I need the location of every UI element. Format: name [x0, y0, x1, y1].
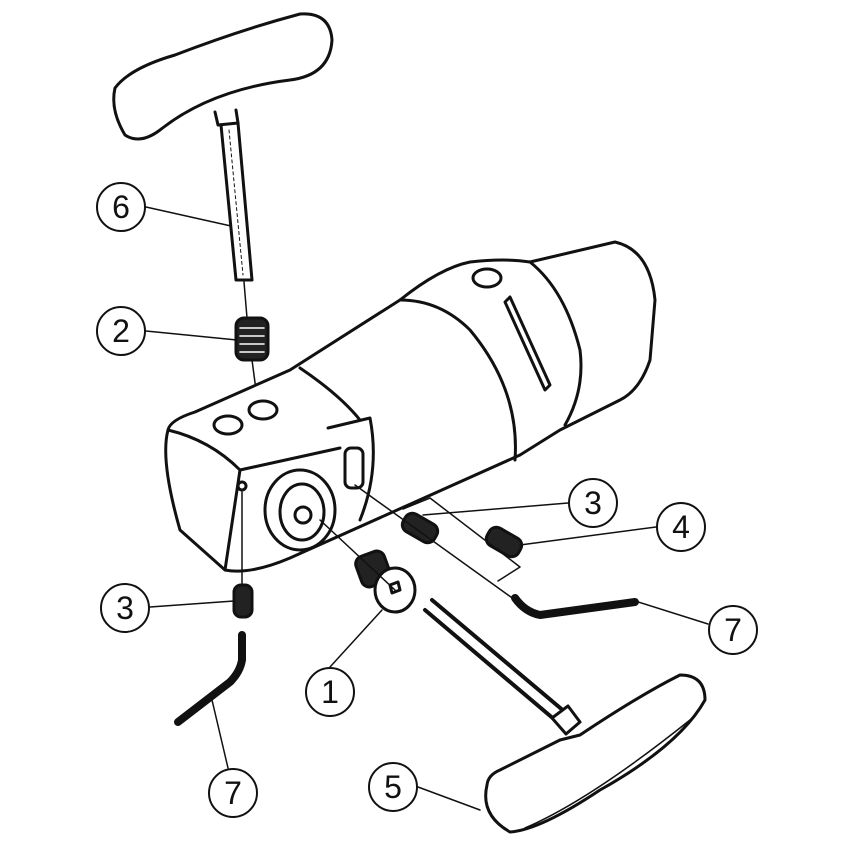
- hex-key-right: [511, 594, 639, 619]
- callout-2: 2: [96, 306, 146, 356]
- callout-6: 6: [96, 182, 146, 232]
- callout-7-left: 7: [208, 768, 258, 818]
- callout-5: 5: [368, 762, 418, 812]
- t-handle-key-bottom: [423, 598, 707, 834]
- tool-holder-body: [164, 240, 657, 573]
- callout-4: 4: [656, 502, 706, 552]
- callout-3-right: 3: [568, 478, 618, 528]
- leader-lines: [145, 206, 709, 811]
- hex-key-left: [174, 631, 246, 726]
- callout-7-right: 7: [708, 605, 758, 655]
- t-handle-key-top: [112, 12, 334, 282]
- callout-1: 1: [305, 667, 355, 717]
- set-screw-left: [232, 583, 254, 619]
- set-screw-top: [234, 316, 270, 362]
- callout-3-left: 3: [100, 583, 150, 633]
- set-screw-right: [400, 511, 440, 545]
